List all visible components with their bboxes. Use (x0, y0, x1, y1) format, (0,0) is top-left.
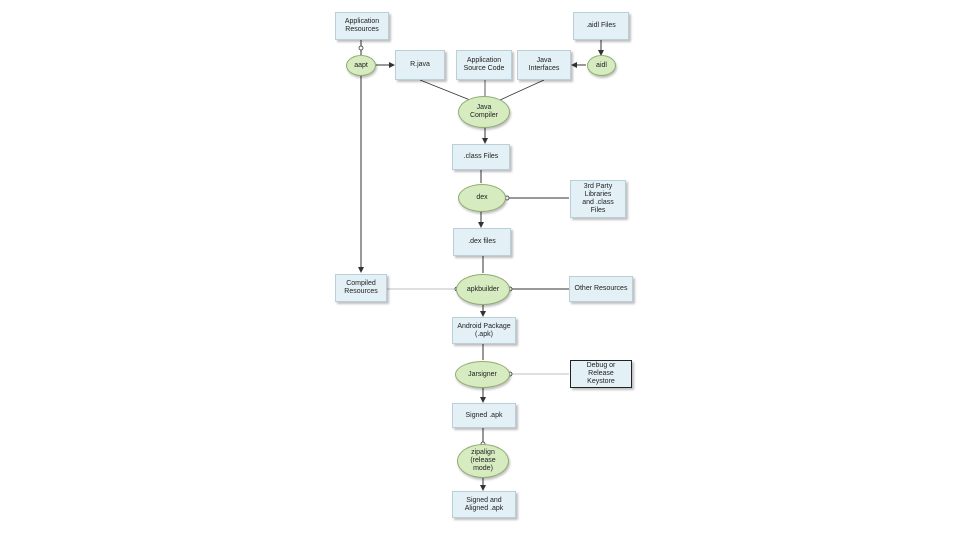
dex-tool: dex (458, 184, 506, 212)
android-package-box: Android Package (.apk) (452, 317, 516, 344)
dex-files-box: .dex files (453, 228, 511, 256)
keystore-box: Debug or Release Keystore (570, 360, 632, 388)
signed-apk-box: Signed .apk (452, 403, 516, 428)
edge-interfaces-compiler (499, 79, 545, 101)
zipalign-tool: zipalign (release mode) (457, 444, 509, 478)
apkbuilder-tool: apkbuilder (456, 274, 510, 305)
aidl-files-box: .aidl Files (573, 12, 629, 40)
class-files-box: .class Files (452, 144, 510, 170)
java-compiler-tool: Java Compiler (458, 96, 510, 128)
third-party-libraries-box: 3rd Party Libraries and .class Files (570, 180, 626, 218)
application-resources-box: Application Resources (335, 12, 389, 40)
edge-rjava-compiler (419, 79, 471, 101)
application-source-code-box: Application Source Code (456, 50, 512, 80)
signed-aligned-apk-box: Signed and Aligned .apk (452, 491, 516, 518)
java-interfaces-box: Java Interfaces (517, 50, 571, 80)
jarsigner-tool: Jarsigner (455, 361, 510, 388)
compiled-resources-box: Compiled Resources (335, 274, 387, 302)
aidl-tool: aidl (587, 55, 616, 76)
r-java-box: R.java (395, 50, 445, 80)
other-resources-box: Other Resources (569, 276, 633, 302)
aapt-tool: aapt (346, 55, 376, 76)
